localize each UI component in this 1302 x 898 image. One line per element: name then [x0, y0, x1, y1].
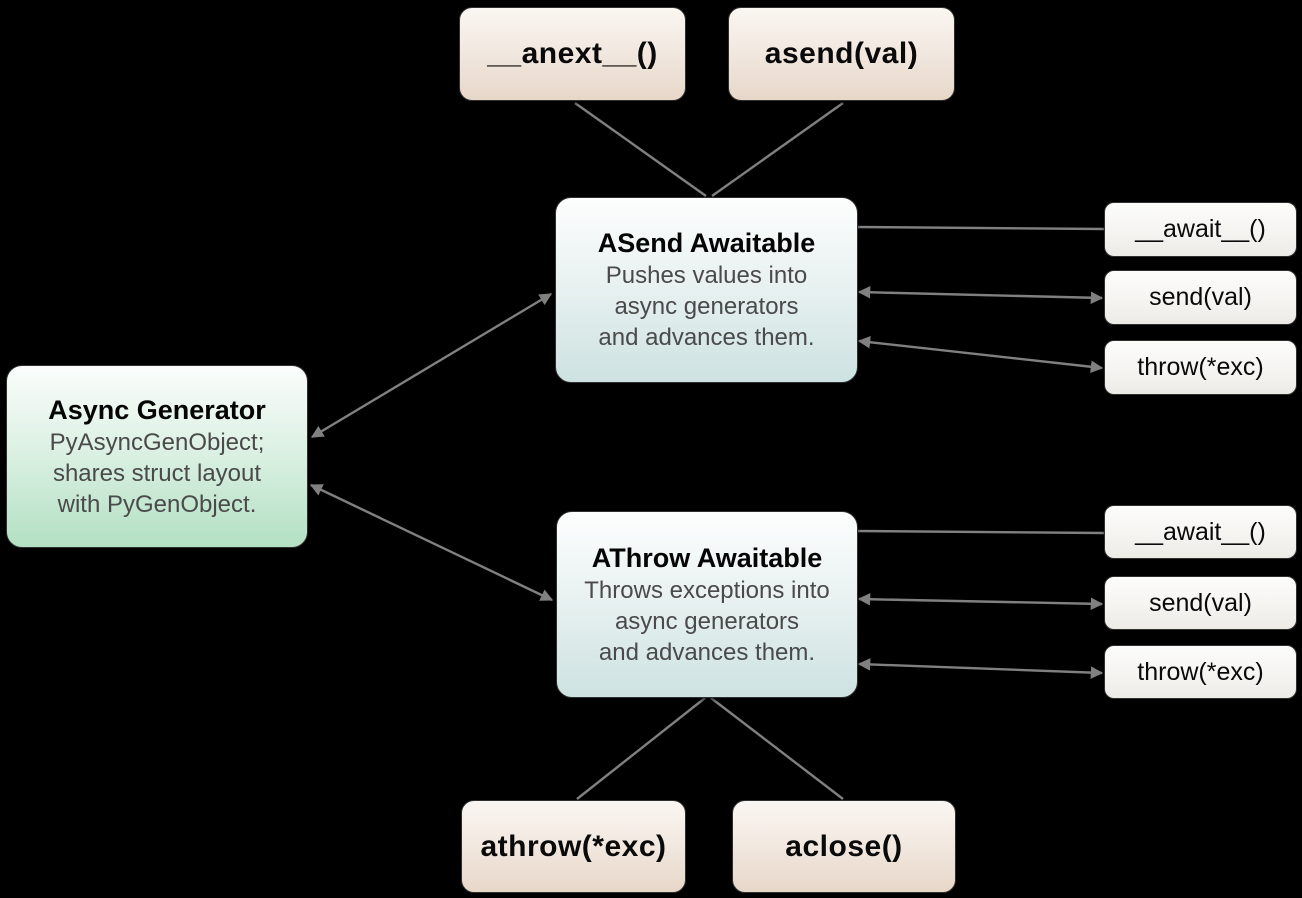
edge-athrowawaitable-athrowmethod: [576, 697, 706, 800]
node-asend-awaitable: ASend Awaitable Pushes values into async…: [555, 197, 858, 383]
node-asend-await-method: __await__(): [1104, 202, 1297, 257]
edge-athrowawaitable-await: [857, 529, 1105, 535]
node-aclose-method: aclose(): [732, 800, 956, 893]
edge-asendawaitable-await: [857, 225, 1105, 231]
node-athrow-send-method: send(val): [1104, 576, 1297, 630]
edge-asendawaitable-send: [857, 286, 1104, 304]
athrow-star-method-label: athrow(*exc): [480, 829, 667, 863]
edge-asyncgen-asendawaitable: [310, 292, 553, 439]
edge-athrowawaitable-aclose: [710, 697, 844, 800]
edge-athrowawaitable-throw: [857, 658, 1104, 679]
async-generator-title: Async Generator: [48, 394, 266, 425]
node-asend-send-method: send(val): [1104, 270, 1297, 325]
async-generator-description: PyAsyncGenObject; shares struct layout w…: [49, 428, 265, 518]
node-async-generator: Async Generator PyAsyncGenObject; shares…: [6, 365, 308, 548]
athrow-await-label: __await__(): [1135, 517, 1266, 546]
node-athrow-throw-method: throw(*exc): [1104, 645, 1297, 699]
edge-asendawaitable-throw: [857, 336, 1104, 373]
asend-send-label: send(val): [1149, 283, 1252, 311]
asend-awaitable-title: ASend Awaitable: [597, 228, 816, 258]
athrow-awaitable-title: AThrow Awaitable: [591, 542, 823, 573]
node-athrow-awaitable: AThrow Awaitable Throws exceptions into …: [556, 511, 858, 698]
node-anext-method: __anext__(): [459, 7, 686, 101]
asend-await-label: __await__(): [1135, 215, 1266, 243]
node-asend-method: asend(val): [728, 7, 955, 101]
edge-athrowawaitable-send: [857, 592, 1104, 611]
node-athrow-star-method: athrow(*exc): [461, 800, 686, 893]
edge-asend-asendawaitable: [711, 102, 844, 197]
asend-awaitable-description: Pushes values into async generators and …: [598, 262, 815, 351]
athrow-send-label: send(val): [1149, 588, 1252, 617]
athrow-awaitable-description: Throws exceptions into async generators …: [584, 576, 830, 666]
anext-method-label: __anext__(): [487, 37, 658, 70]
node-athrow-await-method: __await__(): [1104, 505, 1297, 559]
aclose-method-label: aclose(): [785, 829, 903, 863]
asend-method-label: asend(val): [764, 37, 919, 70]
edge-anext-asendawaitable: [574, 102, 707, 197]
asend-throw-label: throw(*exc): [1137, 353, 1264, 381]
node-asend-throw-method: throw(*exc): [1104, 340, 1297, 395]
edge-asyncgen-athrowawaitable: [309, 483, 554, 602]
athrow-throw-label: throw(*exc): [1137, 657, 1264, 686]
